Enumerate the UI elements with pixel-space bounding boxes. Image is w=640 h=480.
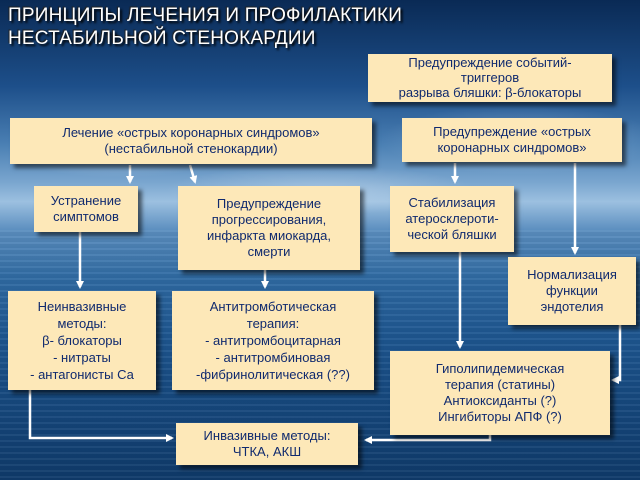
antithrombotic-line-1: Антитромботическая xyxy=(209,299,337,314)
box-plaque-stabilization: Стабилизация атеросклероти- ческой бляшк… xyxy=(390,186,514,252)
arrow-group xyxy=(28,163,622,444)
box-invasive: Инвазивные методы: ЧТКА, АКШ xyxy=(176,423,358,465)
lipid-line-1: Гиполипидемическая xyxy=(435,361,565,376)
noninvasive-line-3: β- блокаторы xyxy=(42,333,122,348)
arrow-acute-to-progression xyxy=(188,164,198,184)
progression-line-3: инфаркта миокарда, xyxy=(206,228,332,243)
trigger-prevention-line-1: Предупреждение событий- xyxy=(408,55,572,70)
slide-title: ПРИНЦИПЫ ЛЕЧЕНИЯ И ПРОФИЛАКТИКИ НЕСТАБИЛ… xyxy=(8,4,478,50)
box-trigger-prevention: Предупреждение событий- триггеров разрыв… xyxy=(368,54,612,102)
box-acute-prevention: Предупреждение «острых коронарных синдро… xyxy=(402,118,622,162)
box-antithrombotic: Антитромботическая терапия: - антитромбо… xyxy=(172,291,374,390)
antithrombotic-line-2: терапия: xyxy=(246,316,300,331)
box-acute-treatment: Лечение «острых коронарных синдромов» (н… xyxy=(10,118,372,164)
symptom-relief-line-1: Устранение xyxy=(50,193,122,208)
acute-prevention-line-2: коронарных синдромов» xyxy=(437,140,587,155)
box-endothelium: Нормализация функции эндотелия xyxy=(508,257,636,325)
antithrombotic-line-3: - антитромбоцитарная xyxy=(205,333,341,348)
antithrombotic-line-5: -фибринолитическая (??) xyxy=(196,367,350,382)
trigger-prevention-line-3: разрыва бляшки: β-блокаторы xyxy=(398,85,582,100)
antithrombotic-line-4: - антитромбиновая xyxy=(215,350,331,365)
endothelium-line-3: эндотелия xyxy=(540,299,604,314)
endothelium-line-2: функции xyxy=(546,283,598,298)
acute-treatment-line-1: Лечение «острых коронарных синдромов» xyxy=(62,125,320,140)
title-line-2: НЕСТАБИЛЬНОЙ СТЕНОКАРДИИ xyxy=(8,28,316,49)
plaque-line-1: Стабилизация xyxy=(408,195,496,210)
progression-line-2: прогрессирования, xyxy=(211,212,327,227)
progression-line-1: Предупреждение xyxy=(216,196,322,211)
acute-treatment-line-2: (нестабильной стенокардии) xyxy=(104,141,278,156)
symptom-relief-line-2: симптомов xyxy=(53,209,119,224)
acute-prevention-line-1: Предупреждение «острых xyxy=(433,124,591,139)
arrow-noninvasive-to-invasive xyxy=(28,390,174,442)
box-lipid-lowering: Гиполипидемическая терапия (статины) Ант… xyxy=(390,351,610,435)
arrow-lipid-to-invasive xyxy=(364,435,492,444)
lipid-line-3: Антиоксиданты (?) xyxy=(443,393,557,408)
noninvasive-line-5: - антагонисты Са xyxy=(30,367,134,382)
title-line-1: ПРИНЦИПЫ ЛЕЧЕНИЯ И ПРОФИЛАКТИКИ xyxy=(8,5,403,26)
endothelium-line-1: Нормализация xyxy=(527,267,617,282)
plaque-line-3: ческой бляшки xyxy=(407,227,497,242)
lipid-line-2: терапия (статины) xyxy=(444,377,556,392)
box-noninvasive: Неинвазивные методы: β- блокаторы - нитр… xyxy=(8,291,156,390)
box-symptom-relief: Устранение симптомов xyxy=(34,186,138,232)
trigger-prevention-line-2: триггеров xyxy=(460,70,520,85)
invasive-line-1: Инвазивные методы: xyxy=(203,428,331,443)
noninvasive-line-1: Неинвазивные xyxy=(37,299,127,314)
lipid-line-4: Ингибиторы АПФ (?) xyxy=(438,409,562,424)
arrow-endothelium-to-lipid xyxy=(611,325,622,384)
noninvasive-line-2: методы: xyxy=(57,316,107,331)
plaque-line-2: атеросклероти- xyxy=(405,211,499,226)
invasive-line-2: ЧТКА, АКШ xyxy=(232,444,302,459)
box-progression-prevention: Предупреждение прогрессирования, инфаркт… xyxy=(178,186,360,270)
progression-line-4: смерти xyxy=(247,244,291,259)
noninvasive-line-4: - нитраты xyxy=(53,350,111,365)
